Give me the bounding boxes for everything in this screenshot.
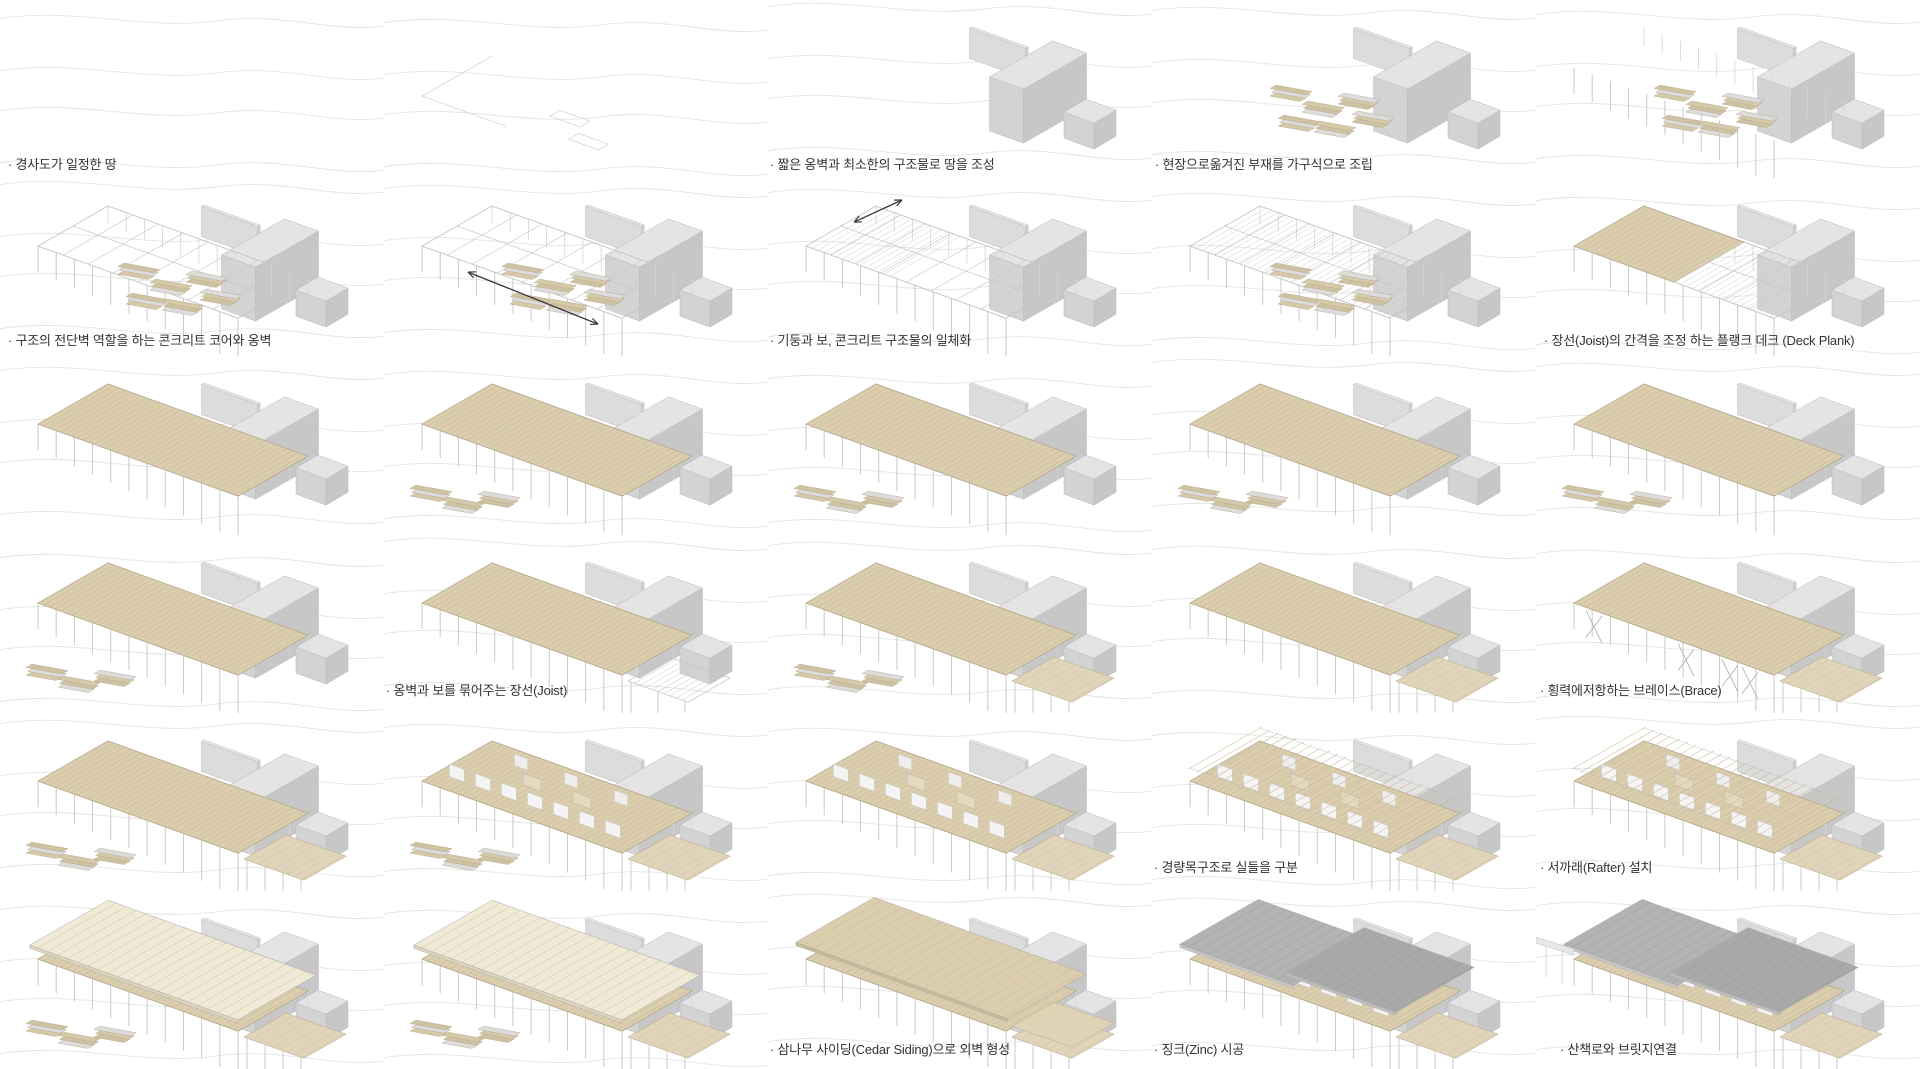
step-panel-r4c3 <box>768 535 1152 713</box>
step-caption-r5c5: · 서까래(Rafter) 설치 <box>1540 859 1653 875</box>
axon-drawing-r5c1 <box>0 719 384 891</box>
axon-drawing-r1c5 <box>1536 10 1920 179</box>
axon-drawing-r1c2 <box>384 18 768 177</box>
axon-drawing-r6c5 <box>1536 898 1920 1069</box>
axon-drawing-r1c3 <box>768 2 1152 161</box>
step-panel-r5c4: · 경량목구조로 실들을 구분 <box>1152 713 1536 891</box>
step-panel-r6c2 <box>384 891 768 1069</box>
axon-drawing-r3c4 <box>1152 359 1536 535</box>
axon-drawing-r5c5 <box>1536 715 1920 891</box>
axon-drawing-r2c2 <box>384 184 768 357</box>
step-panel-r2c5: · 장선(Joist)의 간격을 조정 하는 플랭크 데크 (Deck Plan… <box>1536 178 1920 357</box>
axon-drawing-r6c1 <box>0 899 384 1069</box>
step-caption-r6c4: · 징크(Zinc) 시공 <box>1154 1041 1245 1057</box>
step-caption-r1c1: · 경사도가 일정한 땅 <box>8 156 117 172</box>
step-caption-r5c4: · 경량목구조로 실들을 구분 <box>1154 859 1298 875</box>
step-panel-r3c3 <box>768 356 1152 535</box>
step-panel-r4c1 <box>0 535 384 713</box>
axon-drawing-r5c2 <box>384 723 768 891</box>
step-panel-r1c2 <box>384 0 768 178</box>
axon-drawing-r2c4 <box>1152 192 1536 357</box>
axon-drawing-r3c1 <box>0 367 384 535</box>
step-panel-r2c3: · 기둥과 보, 콘크리트 구조물의 일체화 <box>768 178 1152 357</box>
axon-drawing-r4c4 <box>1152 545 1536 713</box>
axon-drawing-r3c5 <box>1536 363 1920 535</box>
step-panel-r5c3 <box>768 713 1152 891</box>
axon-drawing-r2c1 <box>0 180 384 357</box>
step-panel-r5c1 <box>0 713 384 891</box>
step-panel-r2c2 <box>384 178 768 357</box>
axon-drawing-r5c3 <box>768 727 1152 891</box>
step-panel-r2c4 <box>1152 178 1536 357</box>
step-panel-r6c4: · 징크(Zinc) 시공 <box>1152 891 1536 1069</box>
axon-drawing-r3c2 <box>384 371 768 535</box>
step-panel-r4c4 <box>1152 535 1536 713</box>
step-caption-r1c3: · 짧은 옹벽과 최소한의 구조물로 땅을 조성 <box>770 156 995 172</box>
axon-drawing-r4c2 <box>384 537 768 713</box>
step-panel-r1c5 <box>1536 0 1920 179</box>
step-panel-r1c4: · 현장으로옮겨진 부재를 가구식으로 조립 <box>1152 0 1536 178</box>
axon-drawing-r4c5 <box>1536 549 1920 713</box>
step-caption-r6c3: · 삼나무 사이딩(Cedar Siding)으로 외벽 형성 <box>770 1041 1010 1057</box>
step-panel-r3c1 <box>0 356 384 535</box>
step-caption-r1c4: · 현장으로옮겨진 부재를 가구식으로 조립 <box>1155 156 1373 172</box>
step-panel-r5c5: · 서까래(Rafter) 설치 <box>1536 713 1920 891</box>
step-panel-r3c2 <box>384 356 768 535</box>
axon-drawing-r1c1 <box>0 14 384 173</box>
step-caption-r6c5: · 산책로와 브릿지연결 <box>1560 1041 1677 1057</box>
axon-drawing-r2c3 <box>768 188 1152 357</box>
step-panel-r6c5: · 산책로와 브릿지연결 <box>1536 891 1920 1069</box>
step-panel-r1c3: · 짧은 옹벽과 최소한의 구조물로 땅을 조성 <box>768 0 1152 178</box>
axon-drawing-r2c5 <box>1536 196 1920 357</box>
step-panel-r6c1 <box>0 891 384 1069</box>
axon-drawing-r6c3 <box>768 893 1152 1069</box>
step-panel-r3c4 <box>1152 356 1536 535</box>
axon-drawing-r1c4 <box>1152 6 1536 165</box>
step-panel-r5c2 <box>384 713 768 891</box>
axon-drawing-r6c2 <box>384 899 768 1069</box>
axon-drawing-r4c3 <box>768 541 1152 713</box>
axon-drawing-r4c1 <box>0 553 384 713</box>
step-caption-r2c5: · 장선(Joist)의 간격을 조정 하는 플랭크 데크 (Deck Plan… <box>1544 333 1855 349</box>
step-caption-r4c5: · 횡력에저항하는 브레이스(Brace) <box>1540 683 1722 699</box>
step-panel-r3c5 <box>1536 356 1920 535</box>
axon-drawing-r5c4 <box>1152 726 1536 891</box>
axon-drawing-r6c4 <box>1152 897 1536 1069</box>
axon-drawing-r3c3 <box>768 375 1152 535</box>
step-panel-r1c1: · 경사도가 일정한 땅 <box>0 0 384 178</box>
step-panel-r4c2: · 옹벽과 보를 묶어주는 장선(Joist) <box>384 535 768 713</box>
step-caption-r4c2: · 옹벽과 보를 묶어주는 장선(Joist) <box>386 683 568 699</box>
step-caption-r2c1: · 구조의 전단벽 역할을 하는 콘크리트 코어와 옹벽 <box>8 333 272 349</box>
step-panel-r2c1: · 구조의 전단벽 역할을 하는 콘크리트 코어와 옹벽 <box>0 178 384 357</box>
step-caption-r2c3: · 기둥과 보, 콘크리트 구조물의 일체화 <box>770 333 972 349</box>
step-panel-r4c5: · 횡력에저항하는 브레이스(Brace) <box>1536 535 1920 713</box>
step-panel-r6c3: · 삼나무 사이딩(Cedar Siding)으로 외벽 형성 <box>768 891 1152 1069</box>
